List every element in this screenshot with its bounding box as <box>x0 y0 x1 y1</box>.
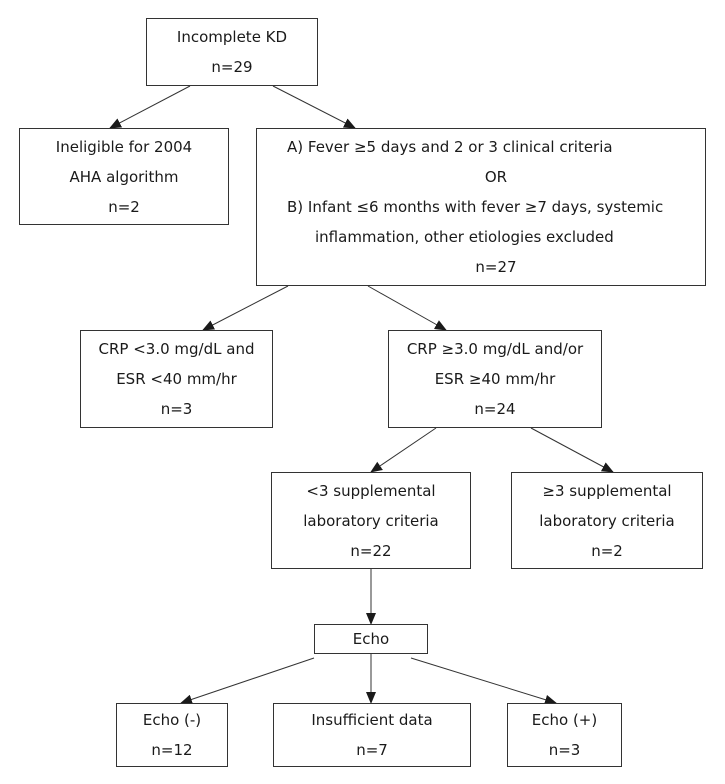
box-line: CRP ≥3.0 mg/dL and/or <box>406 340 584 358</box>
box-count: n=2 <box>108 197 140 216</box>
box-line: laboratory criteria <box>303 511 439 530</box>
box-line: Echo (+) <box>531 711 598 729</box>
edge-arrow-crp_hi-to-supp_lt <box>370 427 437 473</box>
echo-box: Echo <box>314 624 428 654</box>
box-line: ≥3 supplemental <box>542 481 672 500</box>
box-line: CRP <3.0 mg/dL and <box>98 340 255 358</box>
box-count: n=12 <box>151 741 193 759</box>
criterion-b-line2: inflammation, other etiologies excluded <box>315 228 614 246</box>
box-line: Incomplete KD <box>176 28 288 46</box>
box-count: n=24 <box>474 400 516 418</box>
supplemental-less-than-3-box: <3 supplemental laboratory criteria n=22 <box>271 472 471 569</box>
criterion-or: OR <box>484 168 508 186</box>
ineligible-box: Ineligible for 2004 AHA algorithm n=2 <box>19 128 229 225</box>
box-count: n=27 <box>475 258 517 276</box>
box-line: Insufficient data <box>311 711 433 729</box>
crp-high-box: CRP ≥3.0 mg/dL and/or ESR ≥40 mm/hr n=24 <box>388 330 602 428</box>
edge-arrow-crit-to-crp_lo <box>202 285 289 331</box>
box-line: Ineligible for 2004 <box>55 137 193 156</box>
supplemental-3-or-more-box: ≥3 supplemental laboratory criteria n=2 <box>511 472 703 569</box>
box-count: n=7 <box>356 741 388 759</box>
criterion-b-line1: B) Infant ≤6 months with fever ≥7 days, … <box>287 198 664 216</box>
box-count: n=2 <box>591 541 623 560</box>
edge-arrow-root-to-crit <box>272 85 356 129</box>
box-line: ESR <40 mm/hr <box>116 370 237 388</box>
edge-arrow-crp_hi-to-supp_ge <box>530 427 614 473</box>
edge-arrow-echo-to-echo_pos <box>410 657 557 705</box>
incomplete-kd-box: Incomplete KD n=29 <box>146 18 318 86</box>
criterion-a: A) Fever ≥5 days and 2 or 3 clinical cri… <box>287 138 613 156</box>
box-count: n=22 <box>350 541 392 560</box>
box-count: n=3 <box>160 400 193 418</box>
insufficient-data-box: Insufficient data n=7 <box>273 703 471 767</box>
edge-arrow-echo-to-echo_neg <box>180 657 315 705</box>
edge-arrow-crit-to-crp_hi <box>367 285 447 331</box>
box-line: Echo <box>352 630 390 648</box>
crp-low-box: CRP <3.0 mg/dL and ESR <40 mm/hr n=3 <box>80 330 273 428</box>
box-line: AHA algorithm <box>69 167 179 186</box>
box-line: <3 supplemental <box>306 481 436 500</box>
box-count: n=29 <box>211 58 253 76</box>
box-line: laboratory criteria <box>539 511 675 530</box>
criteria-box: A) Fever ≥5 days and 2 or 3 clinical cri… <box>256 128 706 286</box>
echo-negative-box: Echo (-) n=12 <box>116 703 228 767</box>
box-line: ESR ≥40 mm/hr <box>434 370 556 388</box>
box-line: Echo (-) <box>142 711 202 729</box>
echo-positive-box: Echo (+) n=3 <box>507 703 622 767</box>
edge-arrow-root-to-inel <box>109 85 191 129</box>
box-count: n=3 <box>548 741 581 759</box>
